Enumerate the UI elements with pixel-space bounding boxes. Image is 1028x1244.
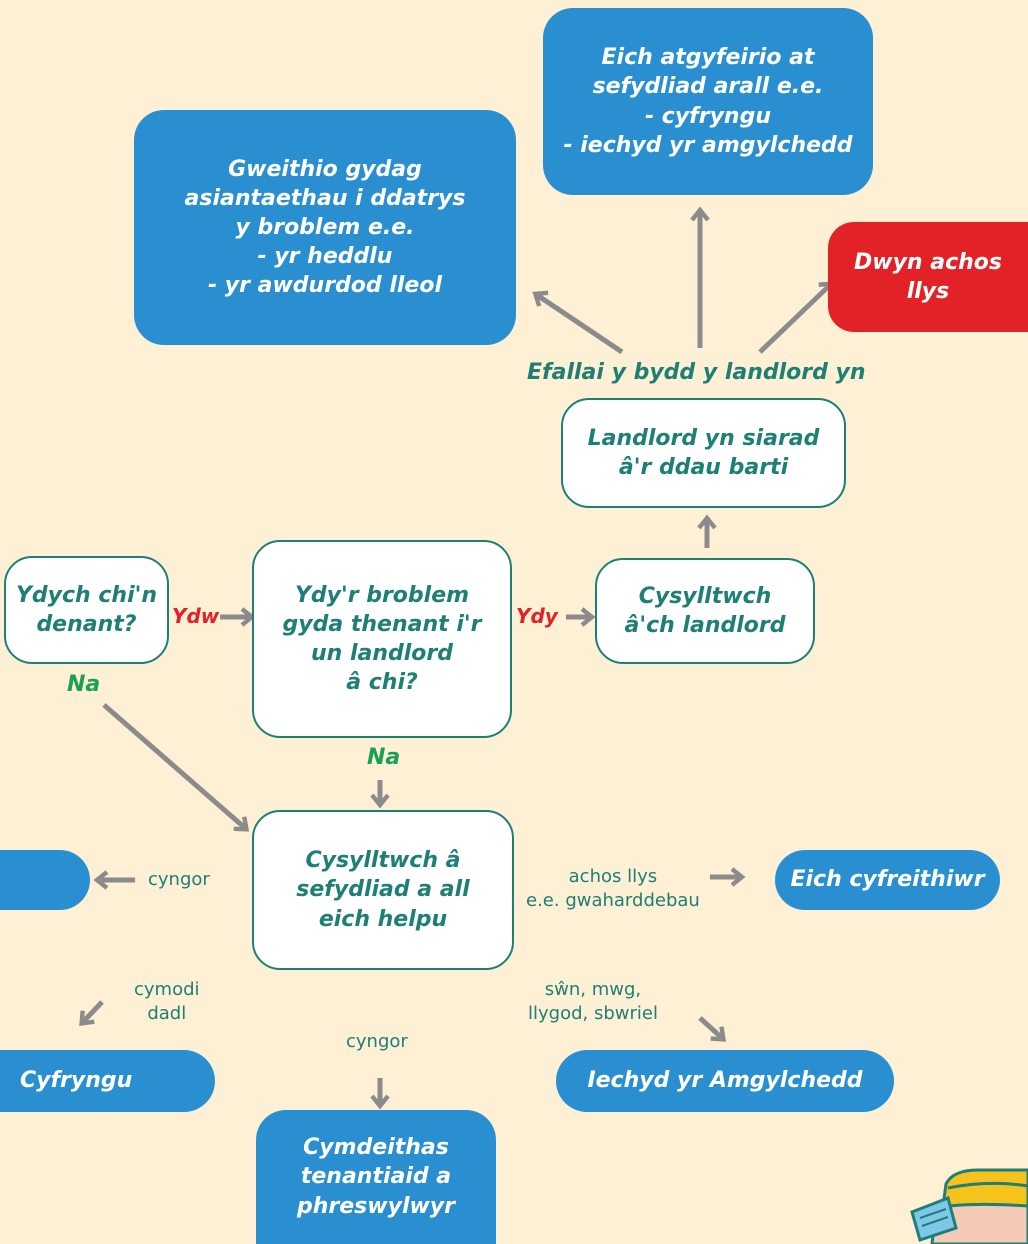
tenants-assoc-line-1: Cymdeithas (303, 1135, 449, 1161)
arrow-to-agencies (532, 290, 624, 355)
court-case-label-line-1: achos llys (568, 866, 658, 887)
tenants-assoc-line-3: phreswylwyr (297, 1193, 455, 1219)
court-case-box: Dwyn achos llys (828, 222, 1028, 332)
advice-bottom-label: cyngor (346, 1031, 408, 1052)
contact-landlord-box: Cysylltwch â'ch landlord (595, 558, 815, 664)
tenant-question-box: Ydych chi'n denant? (4, 556, 169, 664)
problem-q-line-1: Ydy'r broblem (294, 582, 470, 608)
nuisance-label-line-1: sŵn, mwg, (544, 979, 642, 1000)
dispute-label-line-1: cymodi (134, 979, 200, 1000)
arrow-to-court (758, 281, 834, 354)
tenant-q-line-1: Ydych chi'n (15, 582, 158, 608)
landlord-talk-line-1: Landlord yn siarad (587, 425, 820, 451)
problem-q-line-4: â chi? (346, 670, 418, 696)
agencies-line-2: asiantaethau i ddatrys (184, 185, 466, 211)
contact-org-line-2: sefydliad a all (296, 877, 470, 903)
refer-line-3: - cyfryngu (644, 103, 771, 129)
contact-organisation-box: Cysylltwch â sefydliad a all eich helpu (252, 810, 514, 970)
court-case-label-line-2: e.e. gwaharddebau (526, 890, 700, 912)
dispute-label-line-2: dadl (147, 1003, 187, 1025)
landlord-may-label: Efallai y bydd y landlord yn (527, 360, 866, 385)
court-line-2: llys (906, 279, 950, 304)
yes-problem-label: Ydy (516, 604, 558, 628)
no-tenant-label: Na (67, 672, 101, 697)
arrow-mediation (79, 1000, 104, 1027)
nuisance-label-line-2: llygod, sbwriel (528, 1003, 658, 1025)
yes-tenant-label: Ydw (172, 604, 220, 628)
problem-q-line-2: gyda thenant i'r (282, 611, 482, 637)
nuisance-label: sŵn, mwg, llygod, sbwriel (528, 978, 658, 1027)
refer-box: Eich atgyfeirio at sefydliad arall e.e. … (543, 8, 873, 195)
court-case-label: achos llys e.e. gwaharddebau (526, 865, 700, 914)
agencies-line-5: - yr awdurdod lleol (208, 273, 442, 299)
contact-landlord-line-1: Cysylltwch (638, 583, 772, 609)
problem-q-line-3: un landlord (310, 641, 454, 666)
illustration-icon (910, 1168, 1028, 1244)
agencies-line-4: - yr heddlu (257, 244, 393, 270)
agencies-box: Gweithio gydag asiantaethau i ddatrys y … (134, 110, 516, 345)
refer-line-2: sefydliad arall e.e. (592, 74, 824, 100)
tenants-assoc-line-2: tenantiaid a (300, 1164, 452, 1190)
tenants-association-box: Cymdeithas tenantiaid a phreswylwyr (256, 1110, 496, 1244)
problem-question-box: Ydy'r broblem gyda thenant i'r un landlo… (252, 540, 512, 738)
dispute-label: cymodi dadl (134, 978, 200, 1027)
no-problem-label: Na (367, 745, 401, 770)
env-health-box: Iechyd yr Amgylchedd (556, 1050, 894, 1112)
solicitor-box: Eich cyfreithiwr (775, 850, 1000, 910)
env-health-text: Iechyd yr Amgylchedd (587, 1068, 863, 1094)
agencies-line-1: Gweithio gydag (228, 156, 422, 182)
refer-line-1: Eich atgyfeirio at (601, 45, 815, 71)
solicitor-text: Eich cyfreithiwr (790, 867, 985, 893)
left-partial-box (0, 850, 90, 910)
refer-line-4: - iechyd yr amgylchedd (563, 132, 853, 158)
mediation-box: Cyfryngu (0, 1050, 215, 1112)
contact-org-line-3: eich helpu (318, 906, 448, 932)
tenant-q-line-2: denant? (36, 612, 137, 637)
arrow-na-diagonal (102, 703, 250, 832)
landlord-talk-line-2: â'r ddau barti (618, 455, 789, 480)
arrow-env-health (698, 1016, 727, 1042)
advice-left-label: cyngor (148, 869, 210, 890)
landlord-talks-box: Landlord yn siarad â'r ddau barti (561, 398, 846, 508)
mediation-text: Cyfryngu (20, 1068, 133, 1094)
contact-landlord-line-2: â'ch landlord (624, 613, 786, 638)
contact-org-line-1: Cysylltwch â (305, 848, 461, 874)
court-line-1: Dwyn achos (853, 249, 1002, 275)
agencies-line-3: y broblem e.e. (235, 214, 415, 240)
